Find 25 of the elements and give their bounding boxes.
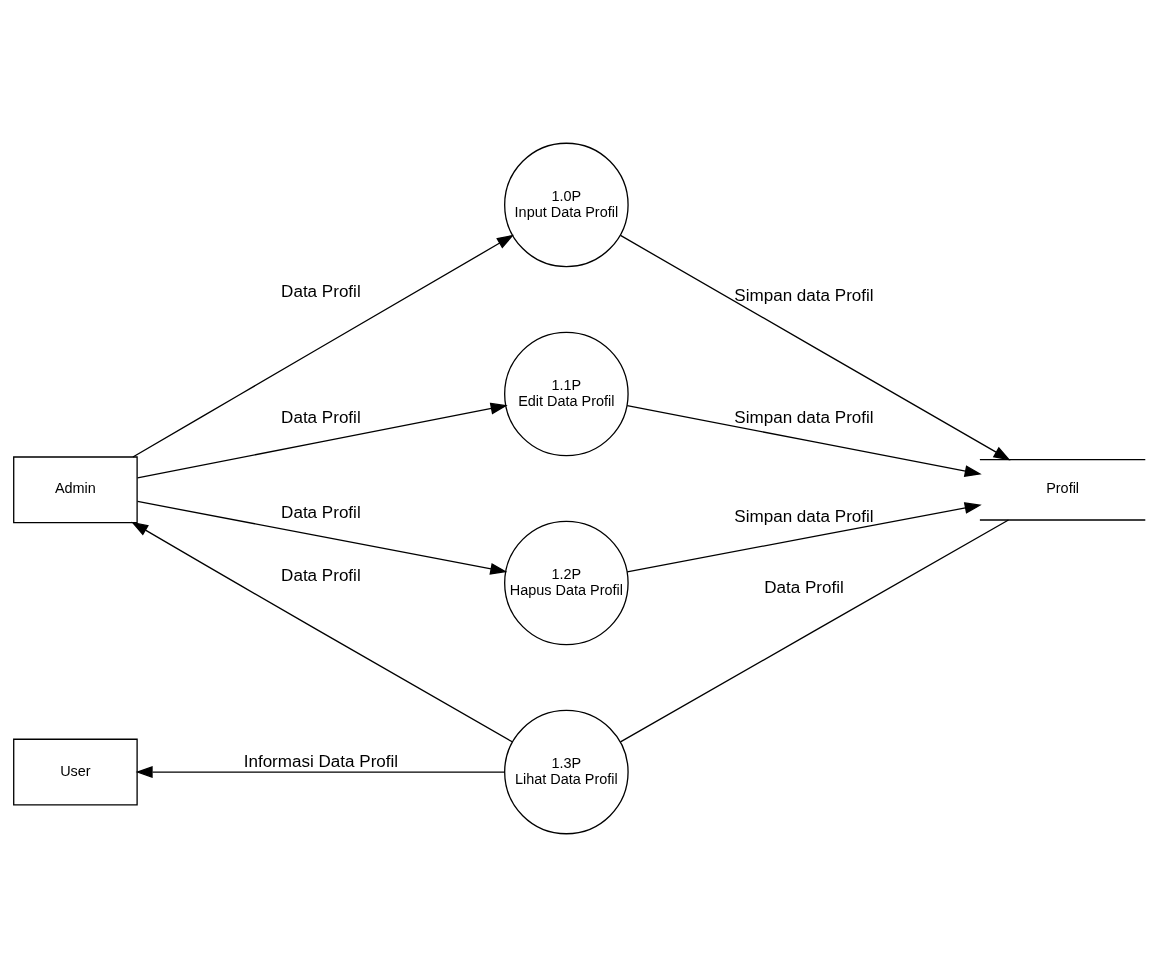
edge-label: Data Profil <box>764 577 844 597</box>
node-circle: 1.1P Edit Data Profil <box>504 331 629 457</box>
edge-label: Simpan data Profil <box>734 506 874 526</box>
edge-label: Simpan data Profil <box>734 408 874 428</box>
node-circle: 1.0P Input Data Profil <box>504 142 629 268</box>
arrow <box>132 234 514 458</box>
edge-label: Data Profil <box>281 502 361 522</box>
edge-label: Data Profil <box>281 565 361 585</box>
edge-label: Data Profil <box>281 282 361 302</box>
arrow <box>136 402 508 479</box>
edge-label: Simpan data Profil <box>734 286 874 306</box>
arrow <box>619 234 1011 461</box>
edge-label: Informasi Data Profil <box>243 752 399 772</box>
node-box: User <box>13 738 138 806</box>
node-circle: 1.2P Hapus Data Profil <box>504 520 629 646</box>
node-box: Admin <box>13 456 138 524</box>
node-text: Profil <box>1046 480 1080 497</box>
node-circle: 1.3P Lihat Data Profil <box>504 709 629 835</box>
arrow <box>626 404 982 477</box>
edge-label: Data Profil <box>281 408 361 428</box>
arrow <box>136 500 508 575</box>
connector <box>619 519 1010 743</box>
arrow <box>131 521 513 743</box>
arrow <box>135 766 506 779</box>
arrow <box>626 502 982 573</box>
